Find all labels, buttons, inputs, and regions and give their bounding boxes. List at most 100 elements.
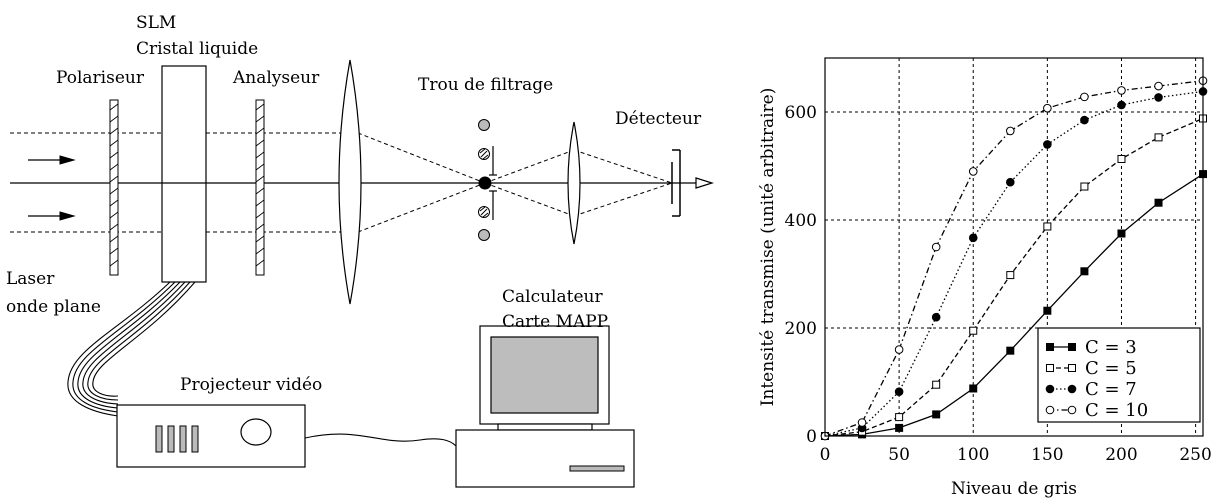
label-detecteur: Détecteur xyxy=(615,109,702,129)
slm-cell xyxy=(161,65,207,283)
beam-diverge-top xyxy=(484,149,575,184)
legend-marker xyxy=(1067,384,1077,394)
legend-marker xyxy=(1067,405,1077,415)
analyseur-hatching xyxy=(255,103,265,267)
beam-refocus-bottom xyxy=(573,182,673,217)
series-line xyxy=(824,90,1204,437)
ribbon-cable xyxy=(67,281,196,417)
label-onde-plane: onde plane xyxy=(6,297,101,317)
data-point xyxy=(932,380,941,389)
detector xyxy=(671,149,681,217)
lens-1 xyxy=(338,59,362,305)
data-point xyxy=(1154,81,1163,91)
data-point xyxy=(1006,271,1015,280)
data-point xyxy=(895,423,904,432)
y-axis-label: Intensité transmise (unité arbitraire) xyxy=(758,88,778,407)
lens-2 xyxy=(567,121,581,245)
data-point xyxy=(1080,92,1089,102)
data-point xyxy=(1154,133,1163,142)
laser-arrowhead-2 xyxy=(59,211,76,221)
video-cable xyxy=(304,433,457,447)
beam-diverge-bottom xyxy=(484,182,575,217)
data-point xyxy=(1080,267,1089,276)
optical-setup-diagram xyxy=(10,59,715,488)
x-axis-label: Niveau de gris xyxy=(951,479,1077,499)
data-point xyxy=(1117,86,1126,95)
legend-marker xyxy=(1068,364,1076,372)
chart-legend: C = 3C = 5C = 7C = 10 xyxy=(1037,327,1201,423)
data-point xyxy=(969,326,978,335)
data-point xyxy=(1005,177,1015,187)
chart-grid xyxy=(825,58,1203,436)
data-point xyxy=(1117,229,1126,238)
data-point xyxy=(1080,182,1089,191)
data-point xyxy=(968,167,978,176)
x-tick-label: 100 xyxy=(957,445,989,465)
legend-entry: C = 10 xyxy=(1085,400,1148,421)
data-point xyxy=(1154,93,1163,102)
data-point xyxy=(894,387,904,397)
polariseur-hatching xyxy=(109,103,119,267)
label-carte-mapp: Carte MAPP xyxy=(502,312,608,332)
label-trou-de-filtrage: Trou de filtrage xyxy=(418,75,553,95)
beam-converge-bottom xyxy=(357,182,486,233)
data-point xyxy=(1080,115,1089,125)
data-point xyxy=(969,384,978,393)
x-tick-label: 250 xyxy=(1179,445,1211,465)
data-point xyxy=(931,312,941,322)
data-point xyxy=(1117,100,1126,110)
data-point xyxy=(1005,126,1015,136)
label-analyseur: Analyseur xyxy=(232,68,320,88)
legend-marker xyxy=(1046,343,1054,351)
series-4 xyxy=(820,76,1208,441)
beam-converge-top xyxy=(357,132,486,184)
legend-entry: C = 3 xyxy=(1085,337,1137,358)
monitor-stand xyxy=(497,423,593,431)
data-point xyxy=(1043,222,1052,231)
x-tick-label: 0 xyxy=(820,445,831,465)
legend-marker xyxy=(1046,364,1054,372)
label-laser: Laser xyxy=(6,269,55,289)
y-tick-label: 400 xyxy=(785,211,817,231)
series-1 xyxy=(821,170,1207,440)
data-point xyxy=(894,345,904,354)
chart-series xyxy=(820,76,1208,441)
projector-lens xyxy=(240,418,272,446)
beam-refocus-top xyxy=(573,149,673,184)
label-projecteur-video: Projecteur vidéo xyxy=(180,375,322,395)
data-point xyxy=(1154,198,1163,207)
data-point xyxy=(931,242,941,252)
polariseur-plate xyxy=(109,99,119,276)
projector-vents xyxy=(155,425,199,453)
disk-drive-slot xyxy=(569,465,625,472)
video-projector xyxy=(116,404,306,468)
data-point xyxy=(895,413,904,422)
label-calculateur: Calculateur xyxy=(502,287,603,307)
data-point xyxy=(1043,103,1052,113)
series-3 xyxy=(820,87,1208,441)
y-tick-label: 600 xyxy=(785,103,817,123)
legend-marker xyxy=(1045,384,1055,394)
data-point xyxy=(968,233,978,243)
data-point xyxy=(1006,346,1015,355)
y-tick-label: 0 xyxy=(806,427,817,447)
x-tick-label: 50 xyxy=(888,445,910,465)
computer-screen xyxy=(490,336,599,414)
plot-frame xyxy=(824,57,1204,437)
legend-box xyxy=(1037,327,1201,423)
data-point xyxy=(857,418,867,427)
analyseur-plate xyxy=(255,99,265,276)
legend-marker xyxy=(1045,405,1055,415)
axis-arrowhead xyxy=(695,177,715,189)
data-point xyxy=(932,410,941,419)
legend-marker xyxy=(1068,343,1076,351)
label-polariseur: Polariseur xyxy=(56,68,145,88)
y-tick-label: 200 xyxy=(785,319,817,339)
laser-arrowhead-1 xyxy=(59,155,76,165)
legend-entry: C = 7 xyxy=(1085,379,1137,400)
computer-unit xyxy=(455,429,635,488)
data-point xyxy=(1117,154,1126,163)
x-tick-label: 150 xyxy=(1031,445,1063,465)
